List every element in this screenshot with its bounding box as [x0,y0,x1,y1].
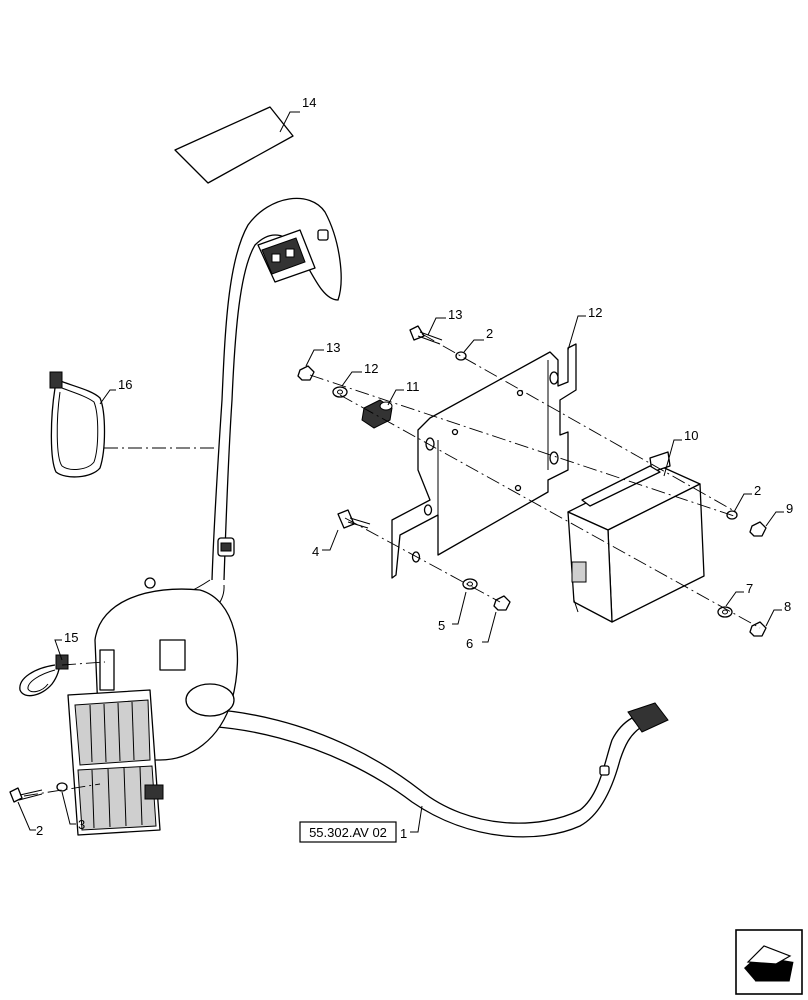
upper-connector [257,229,329,283]
callout-14: 14 [302,95,316,110]
callout-15: 15 [64,630,78,645]
isolator [361,399,393,429]
callout-1: 1 [400,826,407,841]
callout-13-right: 8 [784,599,791,614]
fuse-relay-block [67,588,239,836]
callout-11: 9 [786,501,793,516]
hardware [9,325,767,803]
callout-12-right: 7 [746,581,753,596]
callout-2-right: 2 [754,483,761,498]
callout-12-upper: 12 [364,361,378,376]
leader-lines [17,111,784,833]
center-lines [23,333,761,797]
callout-13-upper: 13 [326,340,340,355]
callout-4: 4 [312,544,319,559]
callout-6: 6 [466,636,473,651]
cable-tie-16 [49,371,106,478]
reference-box[interactable]: 55.302.AV 02 [299,821,397,843]
arrow-navigation-icon[interactable] [735,929,803,995]
callout-5: 5 [438,618,445,633]
mounting-bracket [391,343,577,579]
callout-10: 13 [448,307,462,322]
callout-2-upper: 2 [486,326,493,341]
decal-card [174,106,294,184]
callout-3: 2 [36,823,43,838]
callout-9: 10 [684,428,698,443]
wiring-harness [144,197,669,838]
callout-numbers: 14 13 2 12 13 12 11 16 10 2 9 4 7 8 5 15… [36,95,793,841]
callout-7: 11 [406,379,420,394]
cable-tie-15 [19,654,69,697]
callout-8: 12 [588,305,602,320]
control-module [567,451,705,623]
callout-2-lower: 3 [78,817,85,832]
callout-16: 16 [118,377,132,392]
reference-label: 55.302.AV 02 [309,825,387,840]
